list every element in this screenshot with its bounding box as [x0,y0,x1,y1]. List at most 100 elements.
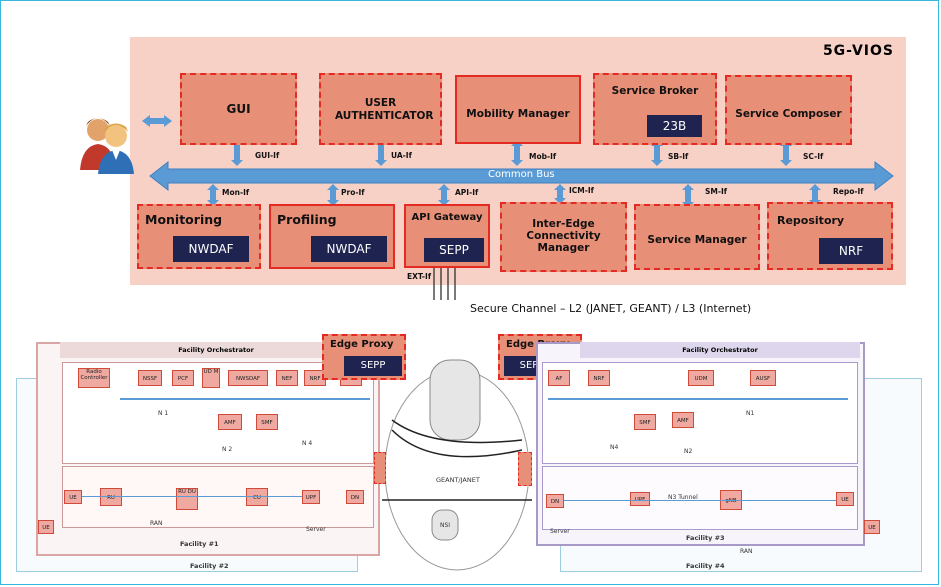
right-n3-tunnel-label: N3 Tunnel [668,494,698,501]
nf-amf-left: AMF [218,414,242,430]
left-orchestrator: Facility Orchestrator [60,342,372,358]
nf-nwsdaf: NWSDAF [228,370,268,386]
facility1-label: Facility #1 [180,540,219,548]
repository-module: Repository NRF [767,202,893,270]
ran-ue-right: UE [836,492,854,506]
composer-label: Service Composer [735,108,842,120]
api-gateway-sepp: SEPP [424,238,484,262]
if-sc: SC-If [803,152,824,161]
left-sba-bus [120,398,370,400]
if-gui: GUI-If [255,151,280,160]
nf-smf-left: SMF [256,414,278,430]
service-composer-module: Service Composer [725,75,852,145]
if-pro: Pro-If [341,188,365,197]
facility4-label: Facility #4 [686,562,725,570]
if-mon: Mon-If [222,188,250,197]
repository-label: Repository [777,214,845,227]
mobility-manager-module: Mobility Manager [455,75,581,144]
geant-janet-label: GEANT/JANET [436,476,480,484]
nf-ausf: AUSF [750,370,776,386]
user-authenticator-module: USER AUTHENTICATOR [319,73,442,145]
right-ran-panel [542,466,858,530]
gui-module: GUI [180,73,297,145]
ran-upf-right: UPF [630,492,650,506]
service-broker-module: Service Broker 23B [593,73,717,145]
if-icm: ICM-If [569,186,594,195]
service-manager-module: Service Manager [634,204,760,270]
right-server-label: Server [550,528,570,535]
if-ext: EXT-If [407,272,432,281]
monitoring-nwdaf: NWDAF [173,236,249,262]
edge-proxy-left: Edge Proxy SEPP [322,334,406,380]
users-icon [80,118,134,174]
gui-label: GUI [226,102,251,116]
secure-channel-label: Secure Channel – L2 (JANET, GEANT) / L3 … [470,302,752,315]
if-ua: UA-If [391,151,412,160]
left-ran-label: RAN [150,520,163,527]
geant-janet-cloud [382,359,532,571]
nf-smf-right: SMF [634,414,656,430]
mobility-label: Mobility Manager [466,108,570,120]
monitoring-label: Monitoring [145,212,223,227]
right-sba-bus [548,398,848,400]
nf-udm-right: UDM [688,370,714,386]
left-n2-label: N 2 [222,446,233,453]
service-manager-label: Service Manager [647,234,747,246]
broker-label: Service Broker [611,85,699,97]
profiling-module: Profiling NWDAF [269,204,395,269]
ran-upf-left: UPF [302,490,320,504]
api-gateway-label: API Gateway [411,212,483,223]
repository-nrf: NRF [819,238,883,264]
if-mob: Mob-If [529,152,557,161]
ran-ru: RU [100,488,122,506]
nsi-label: NSI [440,522,451,529]
api-gateway-module: API Gateway SEPP [404,204,490,268]
profiling-label: Profiling [277,212,337,227]
nf-af-right: AF [548,370,570,386]
nf-amf-right: AMF [672,412,694,428]
right-tunnel-line [564,500,836,501]
ran-ue-left2: UE [38,520,54,534]
left-tunnel-line [82,496,302,497]
right-edge-stub [518,452,532,486]
ran-cu: CU [246,488,268,506]
broker-id-box: 23B [647,115,702,137]
ran-ue-right2: UE [864,520,880,534]
if-api: API-If [455,188,479,197]
nf-udm: UD M [202,368,220,388]
nf-pcf: PCF [172,370,194,386]
facility3-label: Facility #3 [686,534,725,542]
if-sb: SB-If [668,152,689,161]
profiling-nwdaf: NWDAF [311,236,387,262]
icm-label: Inter-Edge Connectivity Manager [526,218,601,254]
monitoring-module: Monitoring NWDAF [137,204,261,269]
right-n1-label: N1 [746,410,755,417]
left-n1-label: N 1 [158,410,169,417]
ran-dn-right: DN [546,494,564,508]
right-n2-label: N2 [684,448,693,455]
ran-ue-left: UE [64,490,82,504]
nf-nef: NEF [276,370,298,386]
left-edge-stub [374,452,386,484]
right-ran-label: RAN [740,548,753,555]
right-orchestrator: Facility Orchestrator [580,342,860,358]
right-n4-label: N4 [610,444,619,451]
common-bus-label: Common Bus [488,169,555,180]
ran-dn-left: DN [346,490,364,504]
if-sm: SM-If [705,187,728,196]
facility2-label: Facility #2 [190,562,229,570]
nf-radio-controller: Radio Controller [78,368,110,388]
user-auth-label: USER AUTHENTICATOR [335,97,434,122]
vios-title: 5G-VIOS [822,43,894,59]
vios-connectors [142,115,894,300]
nf-nssf: NSSF [138,370,162,386]
inter-edge-connectivity-manager-module: Inter-Edge Connectivity Manager [500,202,627,272]
ran-ru-du: RU DU [176,488,198,510]
edge-proxy-left-title: Edge Proxy [330,339,394,350]
if-repo: Repo-If [833,187,864,196]
edge-proxy-left-sepp: SEPP [344,356,402,376]
left-n4-label: N 4 [302,440,313,447]
nf-nrf-right: NRF [588,370,610,386]
left-server-label: Server [306,526,326,533]
